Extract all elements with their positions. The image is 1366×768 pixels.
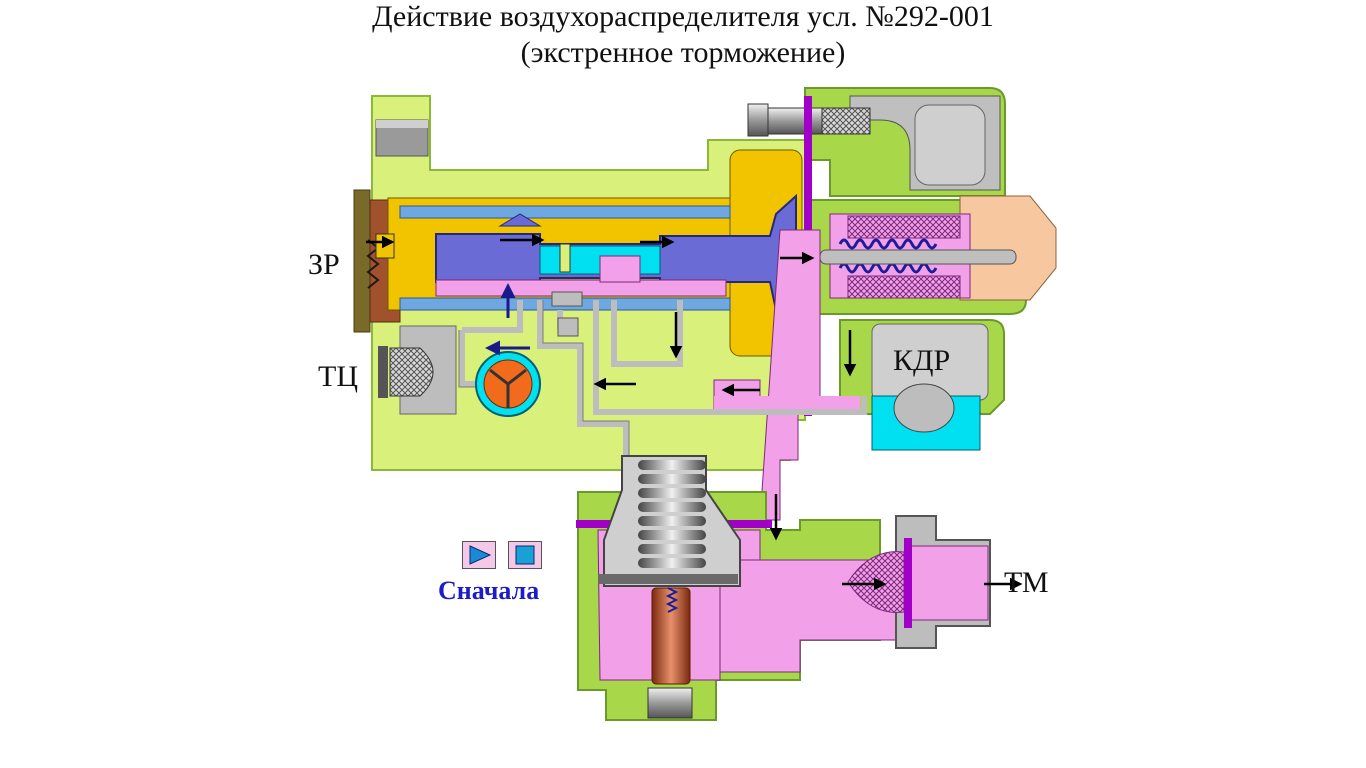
stop-button[interactable] [508,541,542,569]
label-kdr: КДР [893,344,951,377]
play-button[interactable] [462,541,496,569]
start-over-link[interactable]: Сначала [438,576,540,605]
label-zr: ЗР [308,248,340,281]
play-icon [462,541,496,569]
flow-arrows [366,233,1023,591]
stop-icon [508,541,542,569]
right-spring [838,238,938,274]
label-tc: ТЦ [318,360,358,393]
lower-spring [638,460,706,568]
label-tm: ТМ [1004,566,1049,599]
copper-stem [651,587,691,685]
left-cover [353,189,371,333]
piston-rod [819,249,1017,265]
diagram-title-line1: Действие воздухораспределителя усл. №292… [372,0,994,33]
bolt [747,103,769,137]
diagram-title-line2: (экстренное торможение) [520,36,846,69]
